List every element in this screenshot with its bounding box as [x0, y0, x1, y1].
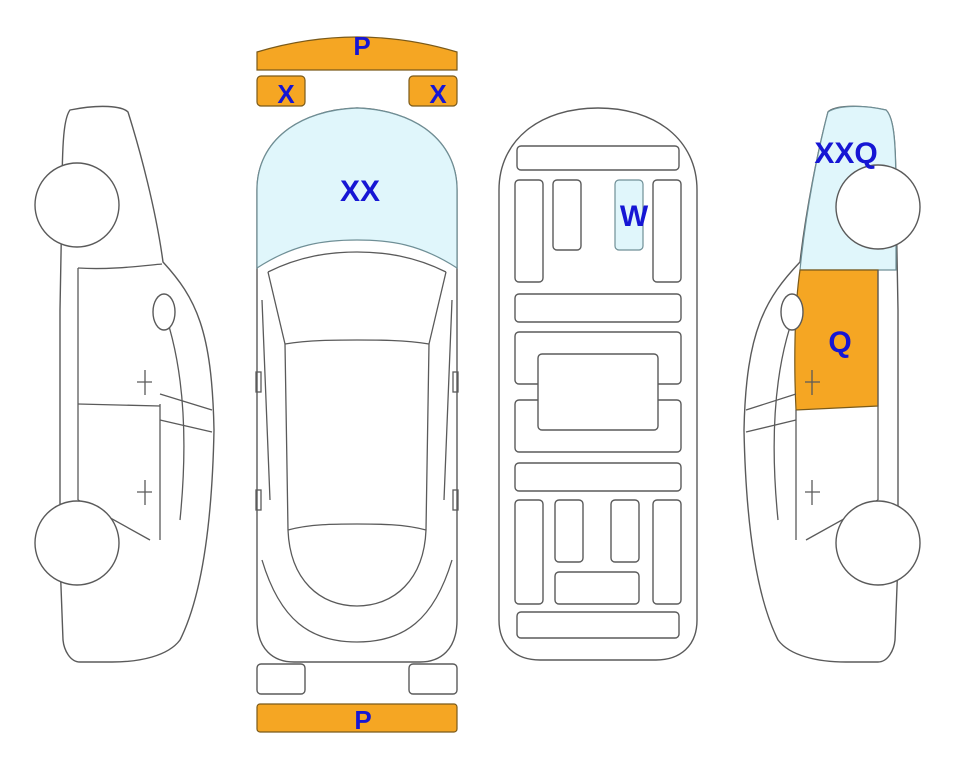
top-view: [255, 36, 459, 733]
left-side-view: [34, 105, 215, 663]
right-front-wheel: [835, 164, 921, 250]
roof-panel: [614, 179, 644, 251]
front-bumper-panel: [256, 36, 458, 71]
right-front-door-code: Q: [828, 326, 851, 359]
right-front-fender-code: XXQ: [814, 137, 877, 170]
rear-right-light: [408, 663, 458, 695]
roof-panel-code: W: [620, 200, 649, 233]
floor-view: [498, 107, 698, 661]
front-right-light: [408, 75, 458, 107]
left-front-wheel: [34, 162, 120, 248]
rear-bumper-panel: [256, 703, 458, 733]
right-front-door: [794, 269, 879, 411]
hood-code: XX: [340, 175, 380, 208]
front-left-light-code: X: [277, 79, 295, 109]
right-side-view: [743, 105, 921, 663]
left-rear-wheel: [34, 500, 120, 586]
front-left-light: [256, 75, 306, 107]
hood-panel: [256, 107, 458, 270]
front-bumper-code: P: [353, 31, 370, 61]
rear-left-light: [256, 663, 306, 695]
right-rear-wheel: [835, 500, 921, 586]
front-right-light-code: X: [429, 79, 447, 109]
rear-bumper-code: P: [354, 705, 371, 735]
